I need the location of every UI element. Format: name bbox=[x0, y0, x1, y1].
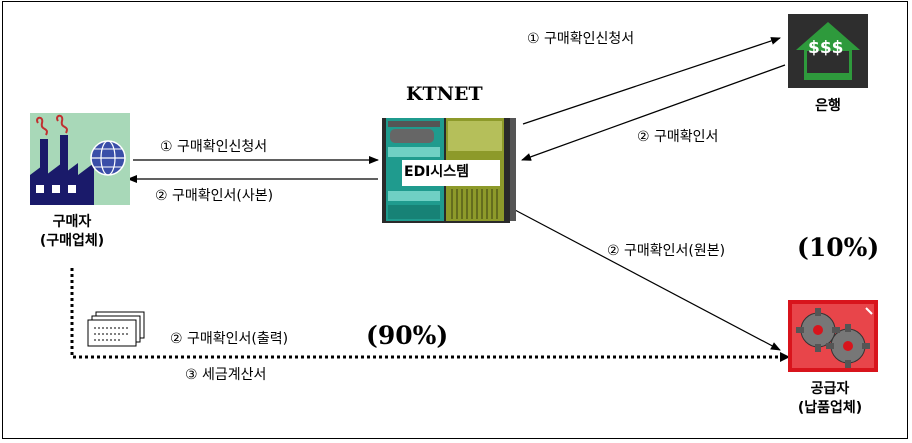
label-ktnet-to-supplier: ② 구매확인서(원본) bbox=[607, 243, 726, 259]
bank-label: 은행 bbox=[815, 98, 841, 114]
dotted-flow-buyer-to-supplier bbox=[70, 268, 780, 359]
label-ktnet-to-buyer: ② 구매확인서(사본) bbox=[155, 188, 274, 204]
label-bank-to-ktnet: ② 구매확인서 bbox=[637, 129, 719, 145]
label-ktnet-to-bank: ① 구매확인신청서 bbox=[527, 31, 635, 47]
label-tax-invoice: ③ 세금계산서 bbox=[185, 367, 267, 383]
document-stack-icon bbox=[87, 311, 145, 347]
factory-globe-icon bbox=[30, 113, 130, 205]
label-printed-confirmation: ② 구매확인서(출력) bbox=[170, 331, 289, 347]
arrow-ktnet-to-bank bbox=[522, 37, 781, 125]
supplier-sublabel: (납품업체) bbox=[797, 400, 863, 416]
supplier-label: 공급자 bbox=[810, 381, 850, 397]
percent-electronic: (10%) bbox=[797, 233, 880, 262]
buyer-label: 구매자 bbox=[52, 214, 92, 230]
bank-sign: $$$ bbox=[808, 38, 844, 58]
arrow-bank-to-ktnet bbox=[521, 64, 786, 161]
bank-icon bbox=[788, 14, 868, 88]
ktnet-title: KTNET bbox=[406, 83, 483, 105]
supplier-name: 공급자 (납품업체) bbox=[770, 380, 890, 418]
edi-system-label: EDI시스템 bbox=[404, 164, 470, 180]
label-buyer-to-ktnet: ① 구매확인신청서 bbox=[160, 139, 268, 155]
buyer-sublabel: (구매업체) bbox=[39, 233, 105, 249]
gears-icon bbox=[788, 300, 878, 372]
buyer-name: 구매자 (구매업체) bbox=[12, 213, 132, 251]
edi-server-icon bbox=[382, 118, 516, 223]
percent-printed: (90%) bbox=[366, 321, 449, 350]
arrow-ktnet-to-supplier bbox=[514, 209, 781, 351]
